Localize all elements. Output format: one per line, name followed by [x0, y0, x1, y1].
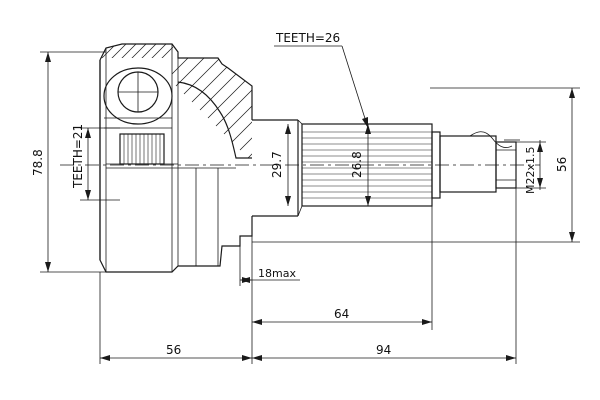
joint-body: [99, 43, 253, 273]
overall-length-label: 94: [376, 343, 391, 357]
body-length-label: 56: [166, 343, 181, 357]
spline-major-label: 29.7: [270, 151, 284, 178]
spline-minor-label: 26.8: [350, 151, 364, 178]
shaft: [252, 119, 520, 217]
outer-diameter-label: 78.8: [31, 149, 45, 176]
teeth-inner-label: TEETH=21: [71, 124, 85, 189]
hub-diameter-label: 56: [555, 157, 569, 172]
max-length-label: 18max: [258, 267, 296, 280]
thread-label: M22x1.5: [524, 147, 537, 195]
teeth-outer-label: TEETH=26: [275, 31, 340, 45]
dimensions: [40, 45, 580, 364]
shaft-length-label: 64: [334, 307, 349, 321]
